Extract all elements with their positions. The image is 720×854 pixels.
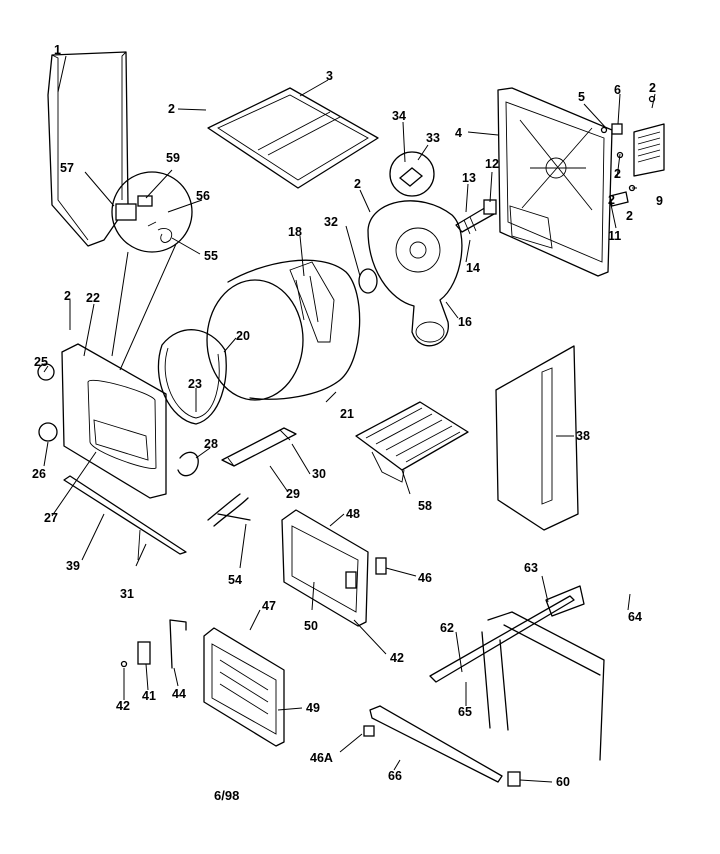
callout-2: 2 bbox=[649, 81, 656, 95]
callout-5: 5 bbox=[578, 90, 585, 104]
base-frame-part bbox=[363, 585, 605, 787]
callout-42: 42 bbox=[116, 699, 130, 713]
callout-62: 62 bbox=[440, 621, 454, 635]
callout-50: 50 bbox=[304, 619, 318, 633]
callout-21: 21 bbox=[340, 407, 354, 421]
callout-56: 56 bbox=[196, 189, 210, 203]
callout-11: 11 bbox=[608, 229, 621, 243]
callout-58: 58 bbox=[418, 499, 432, 513]
callout-46A: 46A bbox=[310, 751, 333, 765]
drum-part bbox=[206, 259, 361, 401]
callout-9: 9 bbox=[656, 194, 663, 208]
latch-hardware-parts bbox=[120, 619, 187, 669]
callout-2: 2 bbox=[354, 177, 361, 191]
callout-38: 38 bbox=[576, 429, 590, 443]
callout-18: 18 bbox=[288, 225, 302, 239]
callout-54: 54 bbox=[228, 573, 242, 587]
front-panel-part bbox=[37, 343, 167, 499]
door-inner-panel-part bbox=[281, 509, 387, 627]
callout-33: 33 bbox=[426, 131, 440, 145]
callout-39: 39 bbox=[66, 559, 80, 573]
callout-63: 63 bbox=[524, 561, 538, 575]
callout-6: 6 bbox=[614, 83, 621, 97]
callout-22: 22 bbox=[86, 291, 100, 305]
callout-3: 3 bbox=[326, 69, 333, 83]
callout-2: 2 bbox=[608, 193, 615, 207]
right-side-panel-part bbox=[495, 345, 579, 531]
rear-bulkhead-part bbox=[497, 87, 613, 277]
callout-55: 55 bbox=[204, 249, 218, 263]
footer-code: 6/98 bbox=[214, 788, 239, 803]
callout-13: 13 bbox=[462, 171, 476, 185]
callout-14: 14 bbox=[466, 261, 480, 275]
callout-25: 25 bbox=[34, 355, 48, 369]
callout-23: 23 bbox=[188, 377, 202, 391]
small-hardware-parts bbox=[600, 95, 665, 207]
callout-42: 42 bbox=[390, 651, 404, 665]
callout-1: 1 bbox=[54, 43, 61, 57]
callout-12: 12 bbox=[485, 157, 499, 171]
callout-28: 28 bbox=[204, 437, 218, 451]
callout-66: 66 bbox=[388, 769, 402, 783]
callout-26: 26 bbox=[32, 467, 46, 481]
callout-47: 47 bbox=[262, 599, 276, 613]
drying-rack-part bbox=[355, 401, 469, 483]
callout-44: 44 bbox=[172, 687, 186, 701]
door-outer-panel-part bbox=[203, 627, 285, 747]
detail-circle-55-59 bbox=[111, 171, 193, 371]
callout-2: 2 bbox=[614, 167, 621, 181]
hinge-bracket-parts bbox=[177, 427, 297, 477]
callout-31: 31 bbox=[120, 587, 134, 601]
callout-29: 29 bbox=[286, 487, 300, 501]
callout-65: 65 bbox=[458, 705, 472, 719]
leader-lines bbox=[43, 55, 656, 783]
callout-labels: 1 2 3 34 33 4 5 6 2 59 57 56 55 2 13 12 … bbox=[32, 43, 663, 789]
toe-kick-and-harness-parts bbox=[63, 475, 251, 561]
callout-59: 59 bbox=[166, 151, 180, 165]
callout-41: 41 bbox=[142, 689, 156, 703]
top-panel-part bbox=[207, 87, 379, 189]
callout-20: 20 bbox=[236, 329, 250, 343]
callout-34: 34 bbox=[392, 109, 406, 123]
callout-2: 2 bbox=[168, 102, 175, 116]
callout-4: 4 bbox=[455, 126, 462, 140]
callout-32: 32 bbox=[324, 215, 338, 229]
callout-16: 16 bbox=[458, 315, 472, 329]
detail-circle-33-34 bbox=[389, 151, 435, 197]
blower-housing-part bbox=[358, 199, 497, 347]
callout-2: 2 bbox=[64, 289, 71, 303]
callout-2: 2 bbox=[626, 209, 633, 223]
callout-48: 48 bbox=[346, 507, 360, 521]
callout-49: 49 bbox=[306, 701, 320, 715]
callout-27: 27 bbox=[44, 511, 58, 525]
callout-60: 60 bbox=[556, 775, 570, 789]
callout-57: 57 bbox=[60, 161, 74, 175]
side-panel-part bbox=[47, 51, 129, 247]
callout-46: 46 bbox=[418, 571, 432, 585]
callout-64: 64 bbox=[628, 610, 642, 624]
callout-30: 30 bbox=[312, 467, 326, 481]
